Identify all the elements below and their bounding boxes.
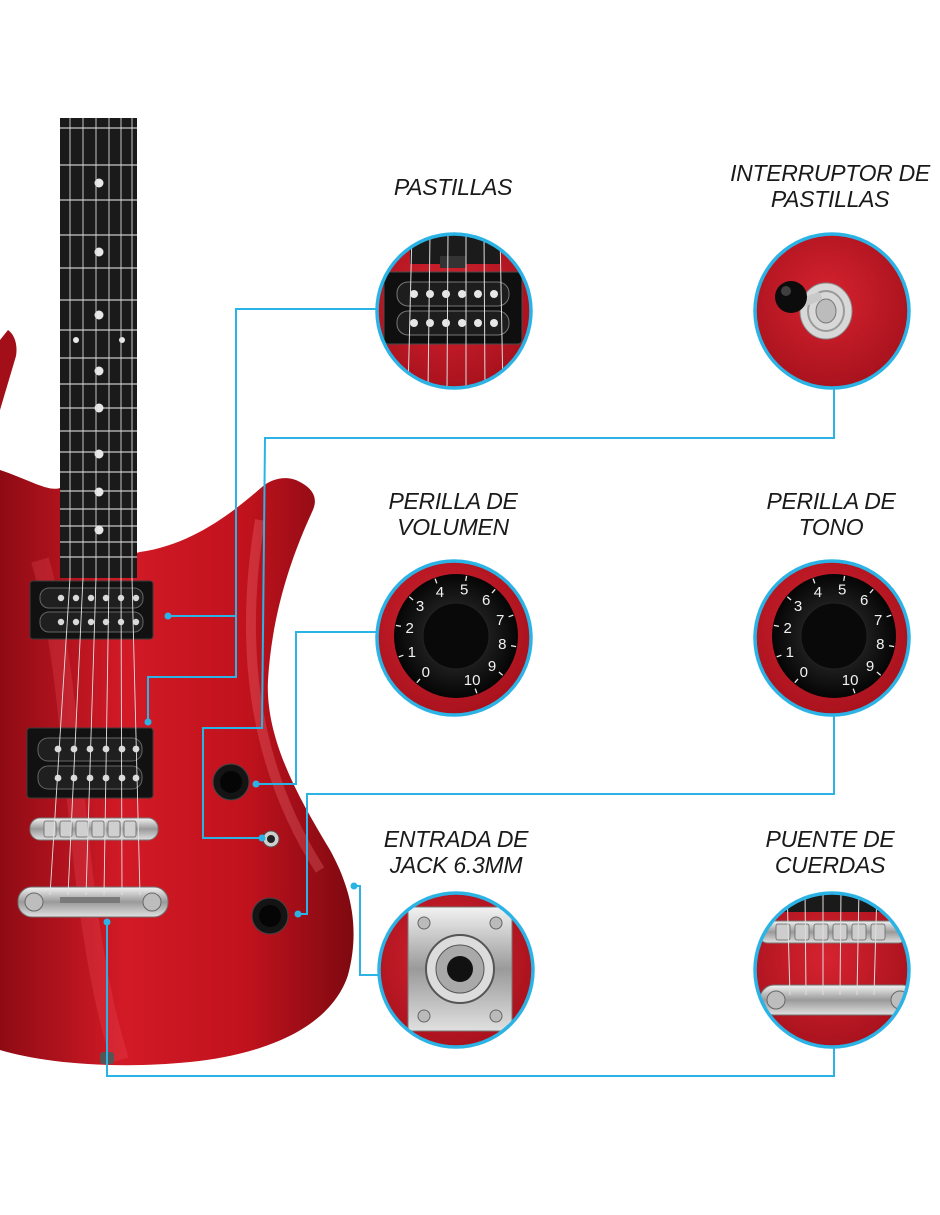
line-puente (106, 922, 835, 1077)
tone-knob-dial-tick (869, 588, 874, 594)
tone-knob-dial-tick (888, 645, 895, 648)
tailpiece (17, 886, 169, 918)
guitar-neck (60, 118, 137, 578)
volume-knob-dial-tick (491, 588, 496, 594)
tone-knob-dial-number: 8 (876, 636, 884, 653)
guitar-horn-fragment (0, 330, 17, 410)
detail-interruptor (753, 232, 911, 390)
label-puente-cuerdas: PUENTE DE CUERDAS (765, 826, 895, 878)
detail-pastillas (375, 232, 533, 390)
tone-knob-dial-tick (852, 688, 856, 694)
line-tono (298, 715, 835, 915)
volume-knob-dial-number: 1 (408, 644, 416, 661)
volume-knob-dial-number: 0 (422, 664, 430, 681)
callout-lines (106, 308, 835, 1077)
volume-knob-dial-tick (395, 624, 402, 627)
tone-knob-dial-tick (773, 624, 780, 627)
tone-knob-dial-number: 0 (800, 664, 808, 681)
tone-knob-dial-tick (794, 678, 799, 684)
label-interruptor: INTERRUPTOR DE PASTILLAS (730, 160, 930, 212)
tone-knob-dial-tick (812, 578, 816, 584)
strings-body (49, 577, 141, 896)
tone-knob-dial-number: 7 (874, 612, 882, 629)
tune-o-matic-bridge (29, 817, 159, 841)
body-volume-knob (212, 763, 250, 801)
volume-knob-dial-number: 7 (496, 612, 504, 629)
body-tone-knob (251, 897, 289, 935)
tone-knob-dial-number: 1 (786, 644, 794, 661)
detail-puente-cuerdas (753, 891, 911, 1049)
volume-knob-dial-tick (465, 575, 468, 582)
line-pastillas-bridge (147, 616, 237, 722)
tone-knob-dial-tick (886, 614, 892, 618)
volume-knob-dial-number: 3 (416, 598, 424, 615)
volume-knob-dial-tick (398, 654, 404, 658)
callout-anchor-dots (103, 612, 358, 926)
volume-knob-dial-tick (510, 645, 517, 648)
tone-knob-dial-number: 3 (794, 598, 802, 615)
tone-knob-dial-tick (843, 575, 846, 582)
strings-neck (69, 118, 133, 578)
line-jack (354, 885, 379, 976)
detail-entrada-jack (377, 891, 535, 1049)
tone-knob-dial-number: 6 (860, 592, 868, 609)
tone-knob-dial-tick (776, 654, 782, 658)
volume-knob-dial-number: 8 (498, 636, 506, 653)
line-pastillas (168, 308, 376, 617)
fret-markers (73, 178, 125, 535)
neck-pickup (29, 580, 154, 640)
tone-knob-dial-number: 9 (866, 658, 874, 675)
tone-knob-dial-tick (786, 596, 792, 601)
tone-knob-dial-number: 4 (814, 584, 822, 601)
volume-knob-dial-number: 6 (482, 592, 490, 609)
line-volumen (256, 631, 377, 785)
volume-knob-dial-tick (434, 578, 438, 584)
line-interruptor (202, 388, 835, 839)
frets (60, 127, 137, 558)
volume-knob-dial-tick (498, 671, 504, 676)
volume-knob-dial-number: 5 (460, 582, 468, 599)
volume-knob-dial-number: 2 (406, 620, 414, 637)
tone-knob-dial-number: 10 (842, 672, 859, 689)
label-perilla-tono: PERILLA DE TONO (766, 488, 896, 540)
label-pastillas: PASTILLAS (393, 174, 513, 200)
volume-knob-dial-number: 9 (488, 658, 496, 675)
volume-knob-dial-tick (408, 596, 414, 601)
tone-knob-dial-number: 2 (784, 620, 792, 637)
body-toggle-switch (262, 830, 280, 848)
volume-knob-dial-number: 4 (436, 584, 444, 601)
volume-knob-dial-number: 10 (464, 672, 481, 689)
volume-knob-dial-tick (508, 614, 514, 618)
volume-knob-dial-tick (474, 688, 478, 694)
tone-knob-dial-number: 5 (838, 582, 846, 599)
label-entrada-jack: ENTRADA DE JACK 6.3MM (383, 826, 529, 878)
label-perilla-volumen: PERILLA DE VOLUMEN (388, 488, 518, 540)
volume-knob-dial-tick (416, 678, 421, 684)
tone-knob-dial-tick (876, 671, 882, 676)
guitar (0, 118, 354, 1066)
